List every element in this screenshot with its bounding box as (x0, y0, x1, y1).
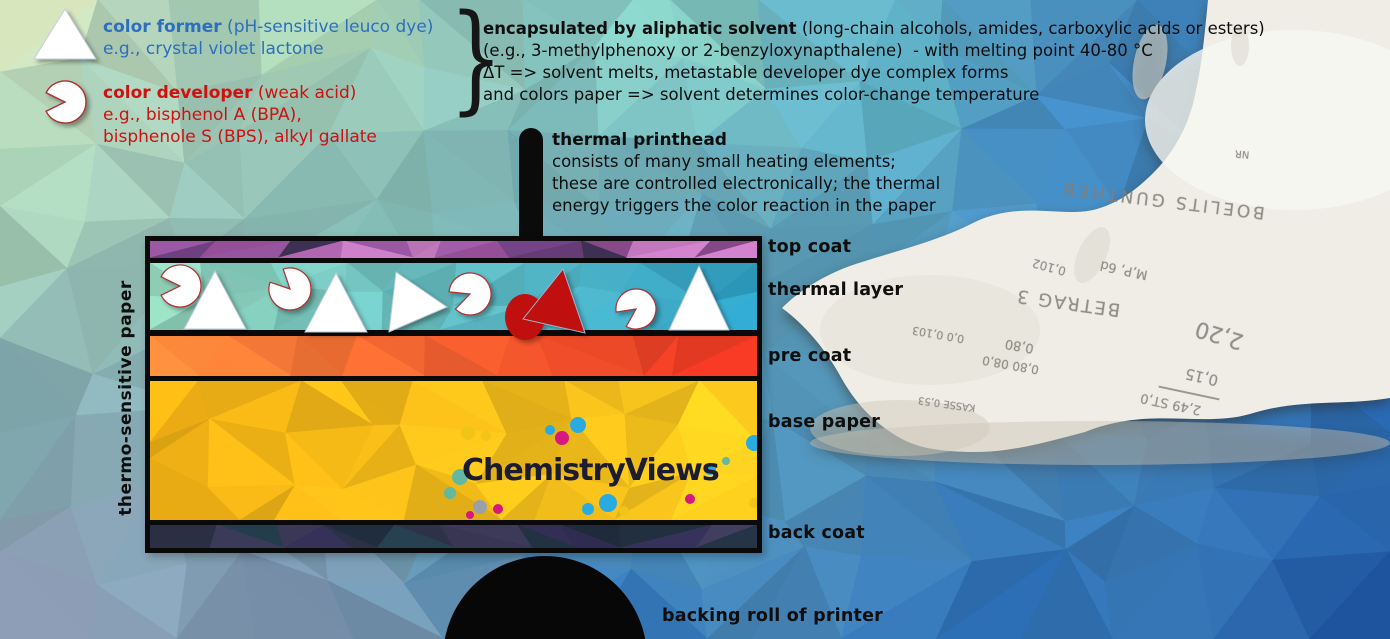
receipt-print-text: NR (1234, 147, 1250, 160)
